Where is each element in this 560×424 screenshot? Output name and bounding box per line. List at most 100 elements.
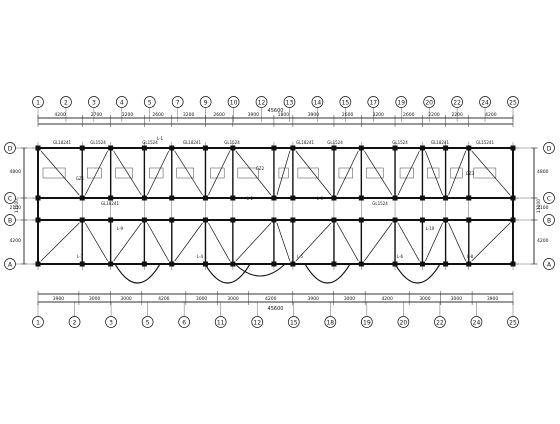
slab-diagonal <box>364 150 393 196</box>
beam-label: L-7 <box>77 254 84 259</box>
right-dim-value: 4200 <box>537 238 549 244</box>
slab-opening <box>115 167 133 179</box>
top-dim-value: 2600 <box>403 112 415 118</box>
right-dim-value: 4800 <box>537 169 549 175</box>
bottom-axis-label: 11 <box>217 320 225 327</box>
top-dim-value: 2700 <box>91 112 103 118</box>
slab-diagonal <box>40 150 80 196</box>
slab-diagonal <box>425 222 443 262</box>
column-square <box>510 217 516 223</box>
top-axis-label: 13 <box>286 100 294 107</box>
column-square <box>35 195 41 201</box>
row-axis-bubble-left <box>4 142 16 154</box>
column-square <box>443 217 449 223</box>
column-square <box>466 261 472 267</box>
column-square <box>392 217 398 223</box>
top-axis-bubble <box>423 96 436 108</box>
column-square <box>466 217 472 223</box>
bottom-axis-bubble <box>507 316 519 328</box>
top-axis-label: 17 <box>369 100 377 107</box>
column-square <box>331 217 337 223</box>
slab-diagonal <box>276 222 291 262</box>
slab-opening <box>366 167 384 179</box>
bottom-axis-bubble <box>251 316 264 328</box>
slab-opening <box>210 167 225 179</box>
column-square <box>169 261 175 267</box>
column-square <box>230 217 236 223</box>
slab-diagonal <box>364 222 393 262</box>
column-square <box>141 217 147 223</box>
slab-opening <box>473 167 497 179</box>
top-axis-label: 20 <box>425 100 433 107</box>
slab-opening <box>42 167 66 179</box>
top-axis-label: 15 <box>342 100 350 107</box>
beam-label: GZ1 <box>76 176 85 181</box>
column-square <box>510 195 516 201</box>
slab-diagonal <box>448 222 467 262</box>
column-square <box>202 145 208 151</box>
left-dim-value: 4800 <box>10 169 22 175</box>
top-axis-label: 5 <box>148 100 152 107</box>
bottom-dim-value: 4200 <box>158 296 170 302</box>
column-square <box>290 195 296 201</box>
top-axis-bubble <box>171 96 184 108</box>
top-axis-bubble <box>479 96 491 108</box>
row-axis-label-left: B <box>8 218 12 225</box>
beam-label: L-4 <box>197 254 204 259</box>
column-square <box>169 195 175 201</box>
column-square <box>443 145 449 151</box>
slab-diagonal <box>174 150 203 196</box>
column-square <box>141 145 147 151</box>
bottom-dim-value: 4200 <box>381 296 393 302</box>
top-axis-bubble <box>311 96 324 108</box>
slab-diagonal <box>208 222 231 262</box>
slab-diagonal <box>113 222 142 262</box>
column-square <box>290 217 296 223</box>
column-square <box>392 261 398 267</box>
bottom-axis-bubble <box>324 316 337 328</box>
bottom-axis-bubble <box>360 316 373 328</box>
bottom-axis-label: 19 <box>363 320 371 327</box>
beam-label: GL18241 <box>431 140 450 145</box>
bottom-dim-value: 3000 <box>227 296 239 302</box>
left-dim-value: 2100 <box>10 205 22 211</box>
bottom-axis-bubble <box>287 316 300 328</box>
beam-label: GL1524 <box>327 140 343 145</box>
column-square <box>466 195 472 201</box>
column-square <box>79 145 85 151</box>
column-square <box>202 217 208 223</box>
bottom-axis-bubble <box>141 316 154 328</box>
top-axis-bubble <box>283 96 296 108</box>
bottom-axis-label: 5 <box>146 320 150 327</box>
bottom-dim-value: 3000 <box>89 296 101 302</box>
top-axis-bubble <box>199 96 212 108</box>
column-square <box>419 217 425 223</box>
slab-diagonal <box>40 222 80 262</box>
top-axis-label: 12 <box>258 100 266 107</box>
top-axis-label: 14 <box>314 100 322 107</box>
column-square <box>35 261 41 267</box>
beam-label: GL1524 <box>90 140 106 145</box>
row-axis-label-left: D <box>8 146 13 153</box>
top-axis-label: 22 <box>453 100 461 107</box>
column-square <box>392 195 398 201</box>
beam-label: L-9 <box>117 226 124 231</box>
beam-label: GZ3 <box>466 171 475 176</box>
row-axis-bubble-right <box>543 258 555 270</box>
bottom-dim-value: 3000 <box>344 296 356 302</box>
top-axis-label: 7 <box>176 100 180 107</box>
column-square <box>108 145 114 151</box>
column-square <box>169 217 175 223</box>
top-dim-value: 3200 <box>122 112 134 118</box>
slab-diagonal <box>471 222 511 262</box>
column-square <box>419 195 425 201</box>
bottom-axis-label: 2 <box>73 320 77 327</box>
column-square <box>230 195 236 201</box>
top-dim-value: 2200 <box>451 112 463 118</box>
beam-label: GL1524 <box>224 140 240 145</box>
row-axis-label-right: C <box>547 196 551 203</box>
bottom-dim-value: 3000 <box>419 296 431 302</box>
beam-label: L-6 <box>397 254 404 259</box>
bottom-axis-bubble <box>32 316 44 328</box>
